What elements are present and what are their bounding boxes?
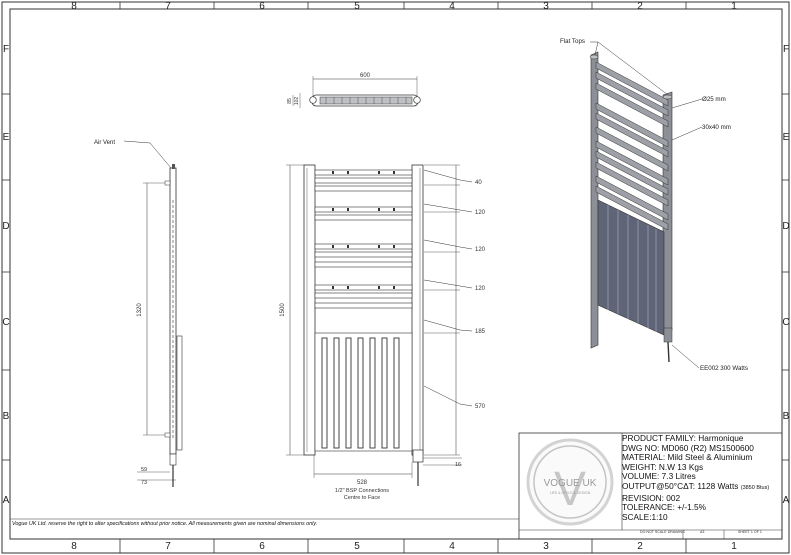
volume: VOLUME: 7.3 Litres (622, 471, 696, 482)
col-label-7-bottom: 7 (165, 541, 171, 552)
dim-front-bottom-offset: 16 (455, 462, 461, 468)
dim-side-bottom-59: 59 (141, 467, 147, 473)
dim-spacing-40: 40 (475, 180, 482, 186)
col-label-7: 7 (165, 1, 171, 12)
col-label-3: 3 (543, 1, 549, 12)
cell-no-scale: DO NOT SCALE DRAWING (640, 530, 685, 534)
row-label-d-right: D (782, 221, 789, 232)
row-label-f: F (3, 44, 9, 55)
air-vent-label: Air Vent (94, 140, 115, 146)
output: OUTPUT@50°CΔT: 1128 Watts (3850 Btus) (622, 480, 780, 494)
isometric-view: Flat Tops Ø25 mm 30x40 mm EE002 300 Watt… (560, 38, 748, 372)
row-label-b-right: B (783, 411, 790, 422)
dim-front-height: 1500 (280, 303, 286, 317)
front-view: 1500 528 1/2" BSP Connections Centre to … (280, 164, 486, 501)
row-label-c-right: C (782, 317, 789, 328)
tolerance: TOLERANCE: +/-1.5% (622, 502, 706, 513)
logo-brand: VOGUE UK (544, 478, 597, 489)
scale: SCALE:1:10 (622, 511, 668, 522)
col-label-2: 2 (637, 1, 643, 12)
logo-letter: V (554, 463, 586, 516)
element-label: EE002 300 Watts (700, 365, 748, 372)
col-label-6-bottom: 6 (259, 541, 265, 552)
disclaimer: Vogue UK Ltd. reserve the right to alter… (12, 521, 318, 527)
title-block: PRODUCT FAMILY: Harmonique DWG NO: MD060… (622, 433, 780, 522)
dim-side-bottom-73: 73 (141, 480, 147, 486)
row-ticks (2, 93, 789, 461)
dwg-number: DWG NO: MD060 (R2) MS1500600 (622, 442, 754, 453)
top-view: 600 85 102 (287, 73, 421, 108)
cell-size: A3 (700, 530, 705, 534)
dim-spacing-570: 570 (475, 404, 486, 410)
dim-front-bottom-width: 528 (357, 480, 368, 486)
col-label-2-bottom: 2 (637, 541, 643, 552)
dim-top-width: 600 (360, 73, 371, 79)
revision: REVISION: 002 (622, 492, 681, 503)
row-label-f-right: F (783, 44, 789, 55)
dim-side-height: 1320 (137, 303, 143, 317)
col-label-5-bottom: 5 (354, 541, 360, 552)
col-label-5: 5 (354, 1, 360, 12)
dim-spacing-120-b: 120 (475, 247, 486, 253)
flat-tops-label: Flat Tops (560, 38, 585, 45)
material: MATERIAL: Mild Steel & Aluminium (622, 452, 753, 463)
rail-size-label: 30x40 mm (702, 124, 731, 131)
dim-top-depth-102: 102 (294, 97, 300, 106)
dim-spacing-185: 185 (475, 329, 486, 335)
col-label-6: 6 (259, 1, 265, 12)
product-family: PRODUCT FAMILY: Harmonique (622, 433, 744, 443)
row-label-a-right: A (783, 495, 790, 506)
col-label-8: 8 (71, 1, 77, 12)
output-delta: ΔT: 1128 Watts (683, 480, 739, 491)
row-label-b: B (3, 411, 10, 422)
dim-spacing-120-a: 120 (475, 210, 486, 216)
output-prefix: OUTPUT@50°C (622, 480, 684, 491)
col-label-4-bottom: 4 (449, 541, 455, 552)
row-label-c: C (2, 317, 9, 328)
logo-tagline: LIFE & STYLE & DESIGN (550, 491, 591, 495)
row-label-e-right: E (783, 132, 790, 143)
bsp-note-line2: Centre to Face (344, 495, 380, 501)
row-label-e: E (3, 132, 10, 143)
col-label-4: 4 (449, 1, 455, 12)
col-label-1: 1 (731, 1, 737, 12)
side-view: Air Vent 1320 59 73 (94, 140, 183, 487)
col-label-1-bottom: 1 (731, 541, 737, 552)
output-btu: (3850 Btus) (740, 484, 770, 491)
col-label-8-bottom: 8 (71, 541, 77, 552)
row-label-d: D (2, 221, 9, 232)
dim-top-depth-85: 85 (287, 98, 293, 104)
bsp-note-line1: 1/2" BSP Connections (335, 488, 389, 494)
tube-diameter-label: Ø25 mm (702, 96, 726, 103)
title-block-frame (10, 432, 783, 540)
weight: WEIGHT: N.W 13 Kgs (622, 461, 704, 472)
vogue-logo: V VOGUE UK LIFE & STYLE & DESIGN (526, 438, 614, 526)
cell-sheet: SHEET 1 OF 1 (738, 530, 762, 534)
dim-spacing-120-c: 120 (475, 286, 486, 292)
row-label-a: A (3, 495, 10, 506)
column-ticks (119, 2, 687, 553)
col-label-3-bottom: 3 (543, 541, 549, 552)
inner-border (9, 8, 783, 540)
